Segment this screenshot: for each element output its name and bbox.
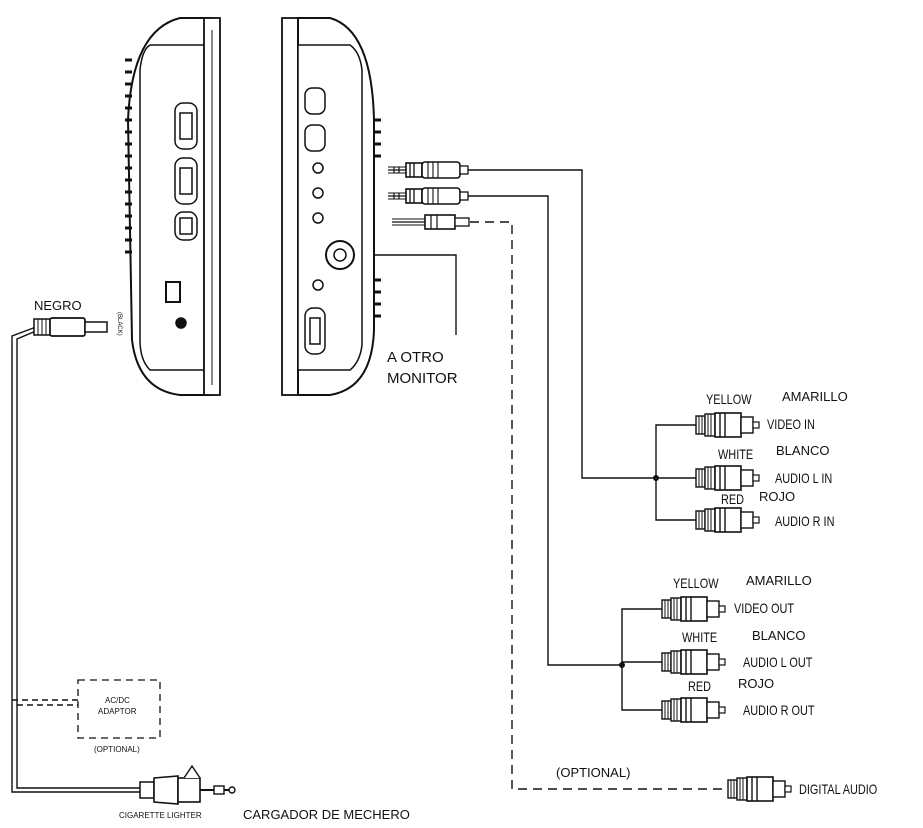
output-video-label: VIDEO OUT: [734, 600, 795, 616]
adaptor-label-2: ADAPTOR: [98, 707, 137, 716]
input-red-label: RED: [721, 491, 745, 507]
output-audio-l-label: AUDIO L OUT: [743, 654, 813, 670]
output-rojo-label: ROJO: [738, 676, 775, 691]
digital-audio-label: DIGITAL AUDIO: [799, 781, 878, 797]
input-blanco-label: BLANCO: [776, 443, 830, 458]
cargador-label: CARGADOR DE MECHERO: [243, 807, 410, 822]
player-right-side-view: [281, 17, 381, 396]
acdc-adaptor-box: [77, 679, 161, 739]
rca-plug-audio-l-in: [695, 465, 760, 491]
input-rojo-label: ROJO: [759, 489, 796, 504]
rca-plug-audio-l-out: [661, 649, 726, 675]
output-red-label: RED: [688, 678, 712, 694]
digital-audio-cable: [470, 221, 728, 790]
optional-digital-label: (OPTIONAL): [556, 765, 631, 780]
av-plug-audio: [387, 187, 469, 205]
output-amarillo-label: AMARILLO: [746, 573, 812, 588]
av-plug-video: [387, 161, 469, 179]
dc-plug: [33, 317, 108, 337]
input-audio-r-label: AUDIO R IN: [775, 513, 835, 529]
cigarette-lighter-plug: [139, 764, 236, 805]
power-cable: [11, 326, 140, 793]
rca-plug-video-in: [695, 412, 760, 438]
cigarette-lighter-label: CIGARETTE LIGHTER: [119, 811, 202, 820]
input-audio-l-label: AUDIO L IN: [775, 470, 833, 486]
digital-audio-plug: [392, 214, 470, 230]
rca-plug-audio-r-in: [695, 507, 760, 533]
input-yellow-label: YELLOW: [706, 391, 752, 407]
junction-dot: [653, 475, 659, 481]
junction-dot: [619, 662, 625, 668]
black-label: (BLACK): [116, 312, 122, 336]
rca-plug-video-out: [661, 596, 726, 622]
cable-lines: [374, 169, 696, 711]
rca-plug-digital-audio: [727, 776, 792, 802]
otro-monitor-label-2: MONITOR: [387, 370, 458, 387]
player-left-side-view: [125, 17, 221, 396]
adaptor-label-1: AC/DC: [105, 696, 130, 705]
rca-plug-audio-r-out: [661, 697, 726, 723]
negro-label: NEGRO: [34, 298, 82, 313]
output-blanco-label: BLANCO: [752, 628, 806, 643]
output-yellow-label: YELLOW: [673, 575, 719, 591]
output-audio-r-label: AUDIO R OUT: [743, 702, 815, 718]
input-video-label: VIDEO IN: [767, 416, 815, 432]
input-white-label: WHITE: [718, 446, 754, 462]
otro-monitor-label-1: A OTRO: [387, 349, 444, 366]
output-white-label: WHITE: [682, 629, 718, 645]
adaptor-optional-label: (OPTIONAL): [94, 745, 140, 754]
input-amarillo-label: AMARILLO: [782, 389, 848, 404]
